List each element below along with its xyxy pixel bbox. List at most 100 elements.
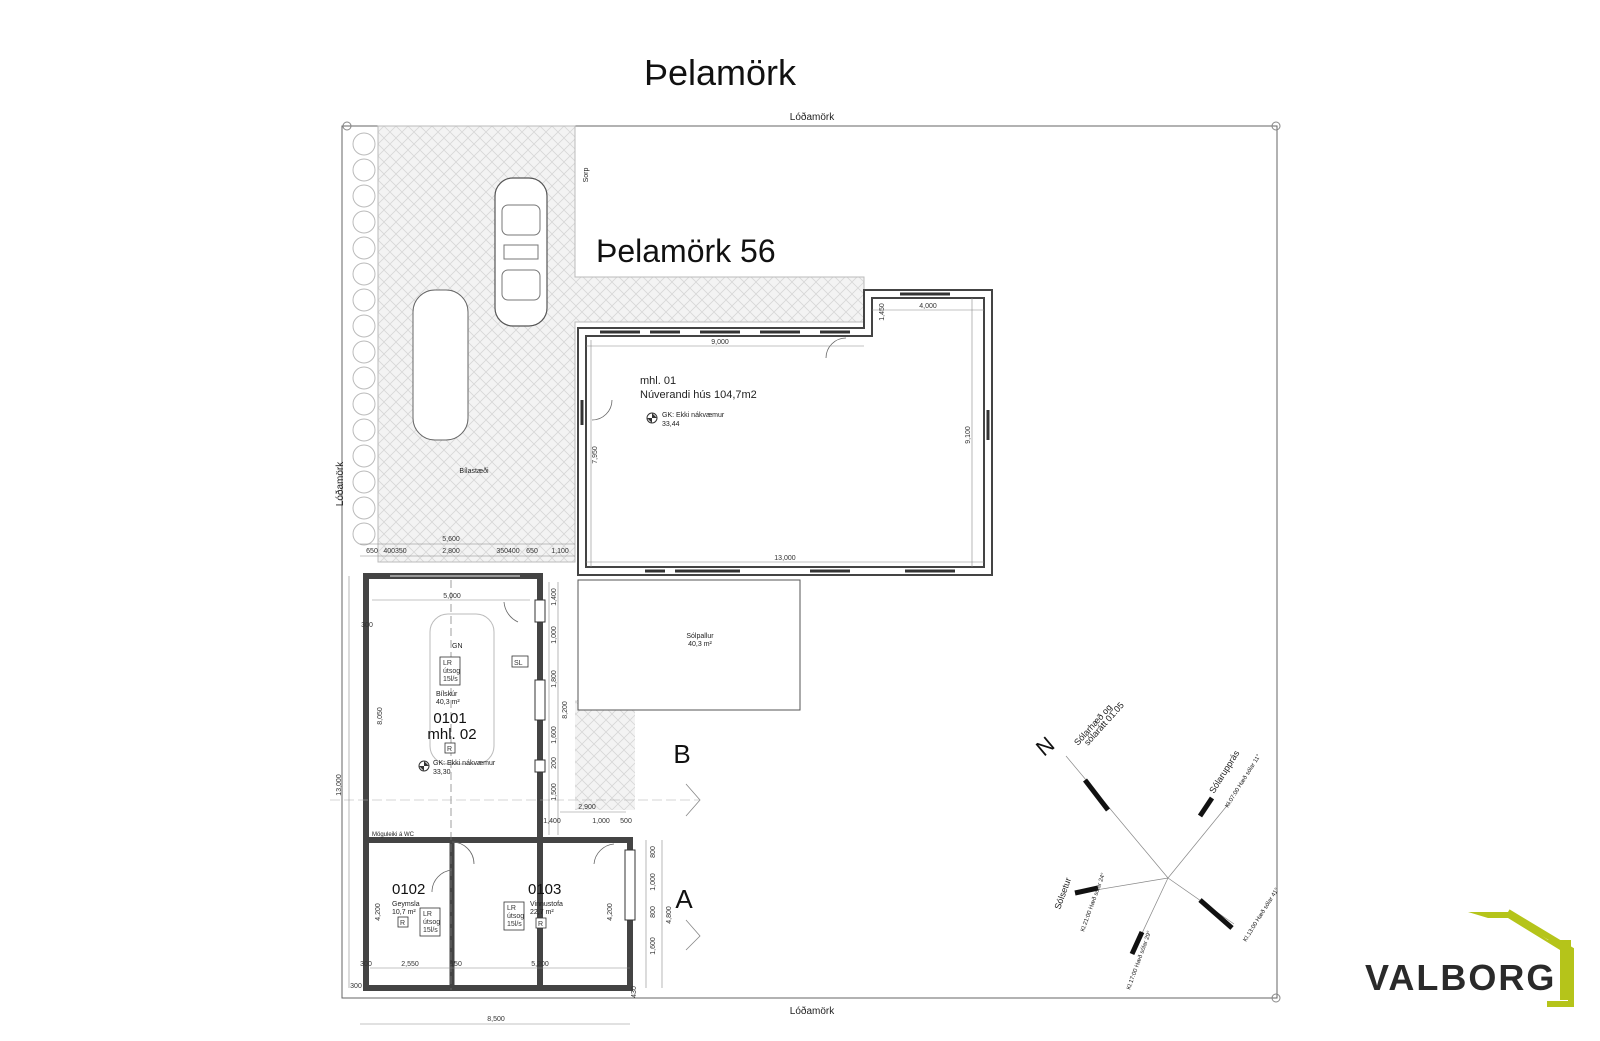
sunset-label: Sólsetur bbox=[1052, 876, 1073, 910]
dim-500: 500 bbox=[620, 818, 632, 825]
dim-8050: 8,050 bbox=[377, 707, 384, 725]
svg-text:R: R bbox=[447, 746, 452, 753]
room-0103-number: 0103 bbox=[528, 881, 561, 898]
dim-650b: 650 bbox=[526, 548, 538, 555]
gk-existing: GK: Ekki nákvæmur bbox=[662, 412, 725, 419]
north-label: N bbox=[1031, 732, 1059, 761]
gk-new: GK: Ekki nákvæmur bbox=[433, 760, 496, 767]
room-0102-area: 10,7 m² bbox=[392, 909, 416, 916]
section-a-label: A bbox=[675, 884, 693, 914]
ventilation-box-storage: LR útsog 15l/s bbox=[419, 907, 441, 937]
dimension-lines bbox=[348, 298, 984, 1025]
address-label: Þelamörk 56 bbox=[596, 233, 776, 269]
existing-house bbox=[577, 289, 993, 601]
dim-4200a: 4,200 bbox=[375, 903, 382, 921]
valborg-logo: VALBORG bbox=[1365, 909, 1574, 1007]
room-0102-name: Geymsla bbox=[392, 901, 420, 908]
ventilation-box-workshop: LR útsog 15l/s bbox=[503, 901, 525, 931]
deck-area: 40,3 m² bbox=[688, 641, 712, 648]
dim-800a: 800 bbox=[650, 846, 657, 858]
ventilation-box-garage: LR útsog 15l/s bbox=[439, 656, 461, 686]
dim-7950: 7,950 bbox=[592, 446, 599, 464]
sunset-detail: Kl.21:00 Hæð sólar 24° bbox=[1079, 871, 1107, 932]
dim-650a: 650 bbox=[366, 548, 378, 555]
dim-1000c: 1,000 bbox=[650, 873, 657, 891]
dim-1500v: 1,500 bbox=[551, 783, 558, 801]
deck-name: Sólpallur bbox=[686, 633, 714, 640]
dim-4800: 4,800 bbox=[666, 906, 673, 924]
dim-1100: 1,100 bbox=[551, 548, 569, 555]
new-garage bbox=[363, 573, 636, 991]
sun-13-detail: Kl.13:00 Hæð sólar 41° bbox=[1242, 886, 1281, 943]
dim-1000v: 1,000 bbox=[551, 626, 558, 644]
dim-1400h: 1,400 bbox=[543, 818, 561, 825]
gk-existing-value: 33,44 bbox=[662, 421, 680, 428]
dim-1800v: 1,800 bbox=[551, 670, 558, 688]
dim-1600c: 1,600 bbox=[650, 937, 657, 955]
dim-300b: 300 bbox=[360, 961, 372, 968]
svg-text:útsog: útsog bbox=[443, 668, 460, 675]
dim-200v: 200 bbox=[551, 757, 558, 769]
garage-area: 40,3 m² bbox=[436, 699, 460, 706]
parking-label: Bílastæði bbox=[459, 467, 489, 475]
dim-8500: 8,500 bbox=[487, 1016, 505, 1023]
dim-2900: 2,900 bbox=[578, 804, 596, 811]
waste-label: Sorp bbox=[583, 168, 590, 183]
dim-5200: 5,200 bbox=[531, 961, 549, 968]
room-0103-area: 22,7 m² bbox=[530, 909, 554, 916]
wc-note: Möguleiki á WC bbox=[372, 832, 415, 838]
dim-5600: 5,600 bbox=[442, 536, 460, 543]
room-0103-name: Vinnustofa bbox=[530, 901, 563, 908]
brand-name: VALBORG bbox=[1365, 957, 1556, 998]
section-b-label: B bbox=[673, 739, 690, 769]
svg-text:15l/s: 15l/s bbox=[507, 921, 522, 928]
dim-4200b: 4,200 bbox=[607, 903, 614, 921]
svg-text:15l/s: 15l/s bbox=[443, 676, 458, 683]
dim-300a: 300 bbox=[361, 622, 373, 629]
dim-150: 150 bbox=[450, 961, 462, 968]
svg-text:SL: SL bbox=[514, 660, 523, 667]
garage-mhl: mhl. 02 bbox=[427, 726, 476, 743]
hedge bbox=[352, 132, 376, 546]
dim-5000: 5,000 bbox=[443, 593, 461, 600]
garage-number: 0101 bbox=[433, 710, 466, 727]
svg-text:R: R bbox=[538, 921, 543, 928]
svg-text:LR: LR bbox=[507, 905, 516, 912]
dim-1400v: 1,400 bbox=[551, 588, 558, 606]
dim-300c: 300 bbox=[350, 983, 362, 990]
deck bbox=[577, 579, 801, 711]
dim-1450: 1,450 bbox=[879, 303, 886, 321]
smoke-detector-icon: R bbox=[535, 917, 547, 929]
dim-1600v: 1,600 bbox=[551, 726, 558, 744]
lot-label-top: Lóðamörk bbox=[790, 111, 835, 123]
street-name: Þelamörk bbox=[644, 52, 797, 93]
sun-diagram bbox=[1065, 755, 1235, 956]
dim-9100: 9,100 bbox=[965, 426, 972, 444]
switchboard-icon: SL bbox=[511, 655, 529, 668]
car-outline-icon bbox=[412, 289, 469, 441]
lot-corner-marker bbox=[342, 121, 352, 131]
mhl01-name: mhl. 01 bbox=[640, 375, 676, 387]
dim-9000: 9,000 bbox=[711, 339, 729, 346]
smoke-detector-icon: R bbox=[397, 916, 409, 928]
dim-1000h: 1,000 bbox=[592, 818, 610, 825]
logo-roof-icon bbox=[1468, 912, 1571, 1000]
lot-label-bottom: Lóðamörk bbox=[790, 1005, 835, 1017]
svg-text:R: R bbox=[400, 920, 405, 927]
elevation-marker-icon bbox=[418, 760, 430, 772]
lot-label-left: Lóðamörk bbox=[334, 461, 346, 506]
gk-new-value: 33,30 bbox=[433, 769, 451, 776]
svg-text:15l/s: 15l/s bbox=[423, 927, 438, 934]
lot-corner-marker bbox=[1271, 121, 1281, 131]
lot-corner-marker bbox=[1271, 993, 1281, 1003]
gn-label: GN bbox=[452, 643, 463, 650]
dim-8200: 8,200 bbox=[562, 701, 569, 719]
car-icon bbox=[494, 177, 548, 327]
mhl01-description: Núverandi hús 104,7m2 bbox=[640, 389, 757, 401]
svg-text:LR: LR bbox=[443, 660, 452, 667]
svg-text:útsog: útsog bbox=[423, 919, 440, 926]
dim-13000-top: 13,000 bbox=[774, 555, 796, 562]
elevation-marker-icon bbox=[646, 412, 658, 424]
lot-boundary bbox=[341, 125, 1278, 999]
